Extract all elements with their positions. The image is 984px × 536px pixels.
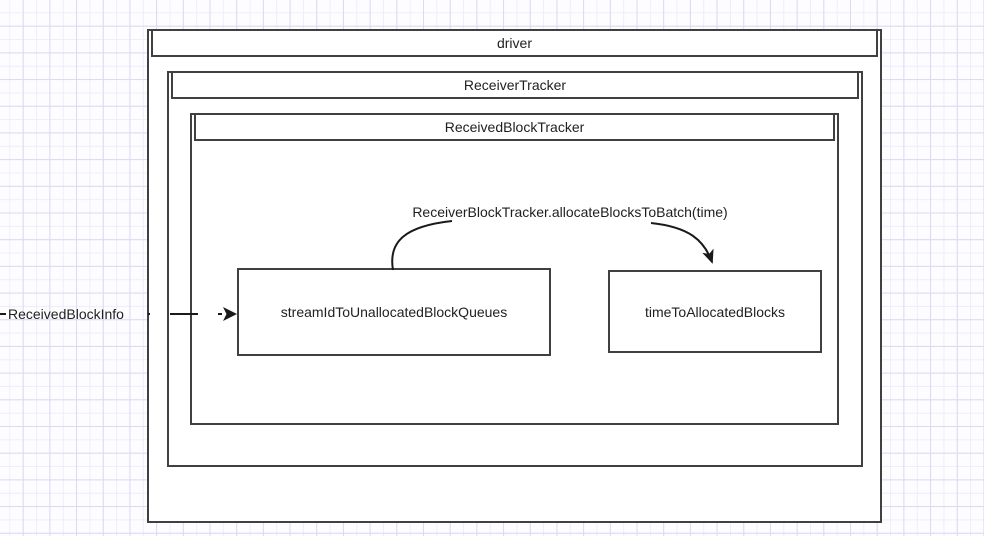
container-driver-header: driver [151, 31, 878, 57]
container-receiver-tracker-header: ReceiverTracker [171, 73, 859, 99]
container-received-block-tracker-header: ReceivedBlockTracker [194, 115, 835, 141]
container-received-block-tracker-title: ReceivedBlockTracker [444, 119, 585, 135]
node-stream-queues-label: streamIdToUnallocatedBlockQueues [280, 304, 508, 320]
container-receiver-tracker-title: ReceiverTracker [463, 77, 567, 93]
node-time-blocks-label: timeToAllocatedBlocks [644, 303, 786, 320]
arrow-label-allocate-blocks-to-batch: ReceiverBlockTracker.allocateBlocksToBat… [412, 204, 728, 220]
node-time-to-allocated-blocks: timeToAllocatedBlocks [608, 270, 822, 353]
node-stream-id-to-unallocated-block-queues: streamIdToUnallocatedBlockQueues [237, 268, 551, 356]
arrow-label-received-block-info: ReceivedBlockInfo [8, 306, 124, 322]
container-driver-title: driver [496, 35, 532, 51]
